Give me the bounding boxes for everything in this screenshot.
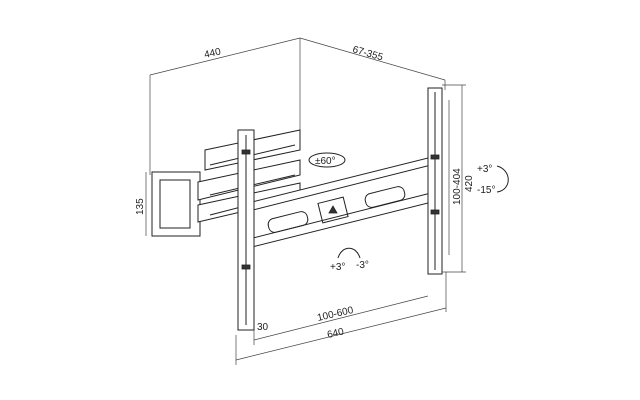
- bracket-width-label: 640: [326, 326, 345, 341]
- swivel-arrow-icon: [308, 152, 346, 168]
- level-plus-label: +3°: [330, 262, 345, 273]
- depth-dimension-lines: [149, 37, 446, 175]
- tilt-up-label: +3°: [477, 164, 492, 175]
- right-vesa-rail: [427, 87, 443, 275]
- left-vesa-rail: [237, 129, 255, 331]
- vesa-vertical-label: 100-404: [452, 168, 463, 205]
- wall-plate: [145, 171, 201, 237]
- tilt-down-label: -15°: [477, 185, 495, 196]
- level-minus-label: -3°: [356, 260, 369, 271]
- tilt-arrow-icon: [496, 165, 509, 193]
- level-arrow-icon: [337, 247, 361, 259]
- edge-offset-label: 30: [257, 322, 269, 333]
- wall-plate-height-label: 135: [135, 198, 146, 215]
- swivel-label: ±60°: [315, 156, 336, 167]
- depth-max-label: 440: [203, 46, 222, 61]
- width-dimension-lines: [235, 272, 447, 365]
- depth-range-label: 67-355: [351, 44, 384, 63]
- vesa-horizontal-label: 100-600: [316, 305, 355, 324]
- bracket-height-label: 420: [464, 175, 475, 192]
